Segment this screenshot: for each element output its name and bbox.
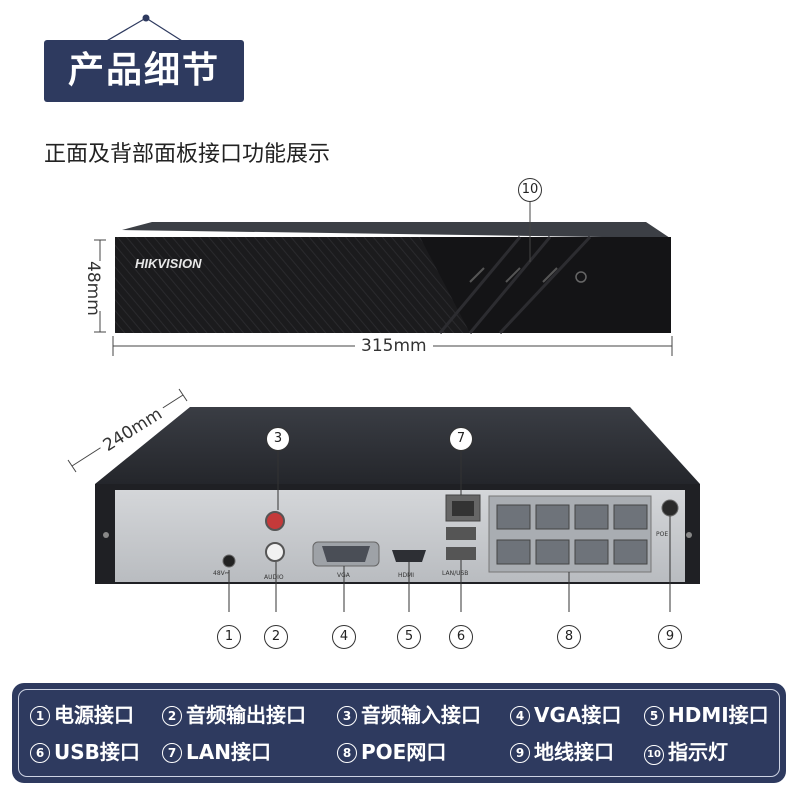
marker-4: 4 bbox=[332, 625, 356, 649]
marker-7: 7 bbox=[449, 427, 473, 451]
marker-10: 10 bbox=[518, 178, 542, 202]
legend-text-5: HDMI接口 bbox=[668, 703, 769, 727]
marker-6: 6 bbox=[449, 625, 473, 649]
hdmi-label: HDMI bbox=[398, 572, 414, 579]
marker-5: 5 bbox=[397, 625, 421, 649]
legend-num-4: 4 bbox=[510, 706, 530, 726]
legend-num-9: 9 bbox=[510, 743, 530, 763]
marker-1: 1 bbox=[217, 625, 241, 649]
page-title: 产品细节 bbox=[44, 40, 244, 102]
legend-text-1: 电源接口 bbox=[54, 703, 134, 727]
marker-9: 9 bbox=[658, 625, 682, 649]
poe-label: POE bbox=[656, 531, 668, 538]
legend-num-6: 6 bbox=[30, 743, 50, 763]
legend-num-7: 7 bbox=[162, 743, 182, 763]
legend-text-8: POE网口 bbox=[361, 740, 447, 764]
rear-device bbox=[95, 407, 700, 584]
front-panel bbox=[115, 222, 671, 335]
power-label: 48V⎓ bbox=[213, 570, 230, 577]
legend-num-1: 1 bbox=[30, 706, 50, 726]
page-subtitle: 正面及背部面板接口功能展示 bbox=[44, 142, 331, 167]
width-dimension: 315mm bbox=[355, 336, 433, 356]
lanusb-label: LAN/USB bbox=[442, 570, 468, 577]
legend-text-10: 指示灯 bbox=[668, 740, 728, 764]
legend-text-4: VGA接口 bbox=[534, 703, 622, 727]
legend-num-2: 2 bbox=[162, 706, 182, 726]
legend-num-3: 3 bbox=[337, 706, 357, 726]
indicator-lights bbox=[469, 267, 587, 283]
legend-text-7: LAN接口 bbox=[186, 740, 271, 764]
legend-text-9: 地线接口 bbox=[534, 740, 614, 764]
vga-label: VGA bbox=[337, 572, 351, 579]
marker-8: 8 bbox=[557, 625, 581, 649]
legend-num-8: 8 bbox=[337, 743, 357, 763]
brand-logo: HIKVISION bbox=[135, 256, 202, 271]
legend-num-10: 10 bbox=[644, 745, 664, 765]
height-dimension: 48mm bbox=[83, 261, 103, 316]
legend-text-3: 音频输入接口 bbox=[361, 703, 481, 727]
legend-border bbox=[18, 689, 780, 777]
marker-2: 2 bbox=[264, 625, 288, 649]
marker-3: 3 bbox=[266, 427, 290, 451]
legend-text-6: USB接口 bbox=[54, 740, 140, 764]
legend-text-2: 音频输出接口 bbox=[186, 703, 306, 727]
audio-label: AUDIO bbox=[264, 574, 284, 581]
legend-num-5: 5 bbox=[644, 706, 664, 726]
